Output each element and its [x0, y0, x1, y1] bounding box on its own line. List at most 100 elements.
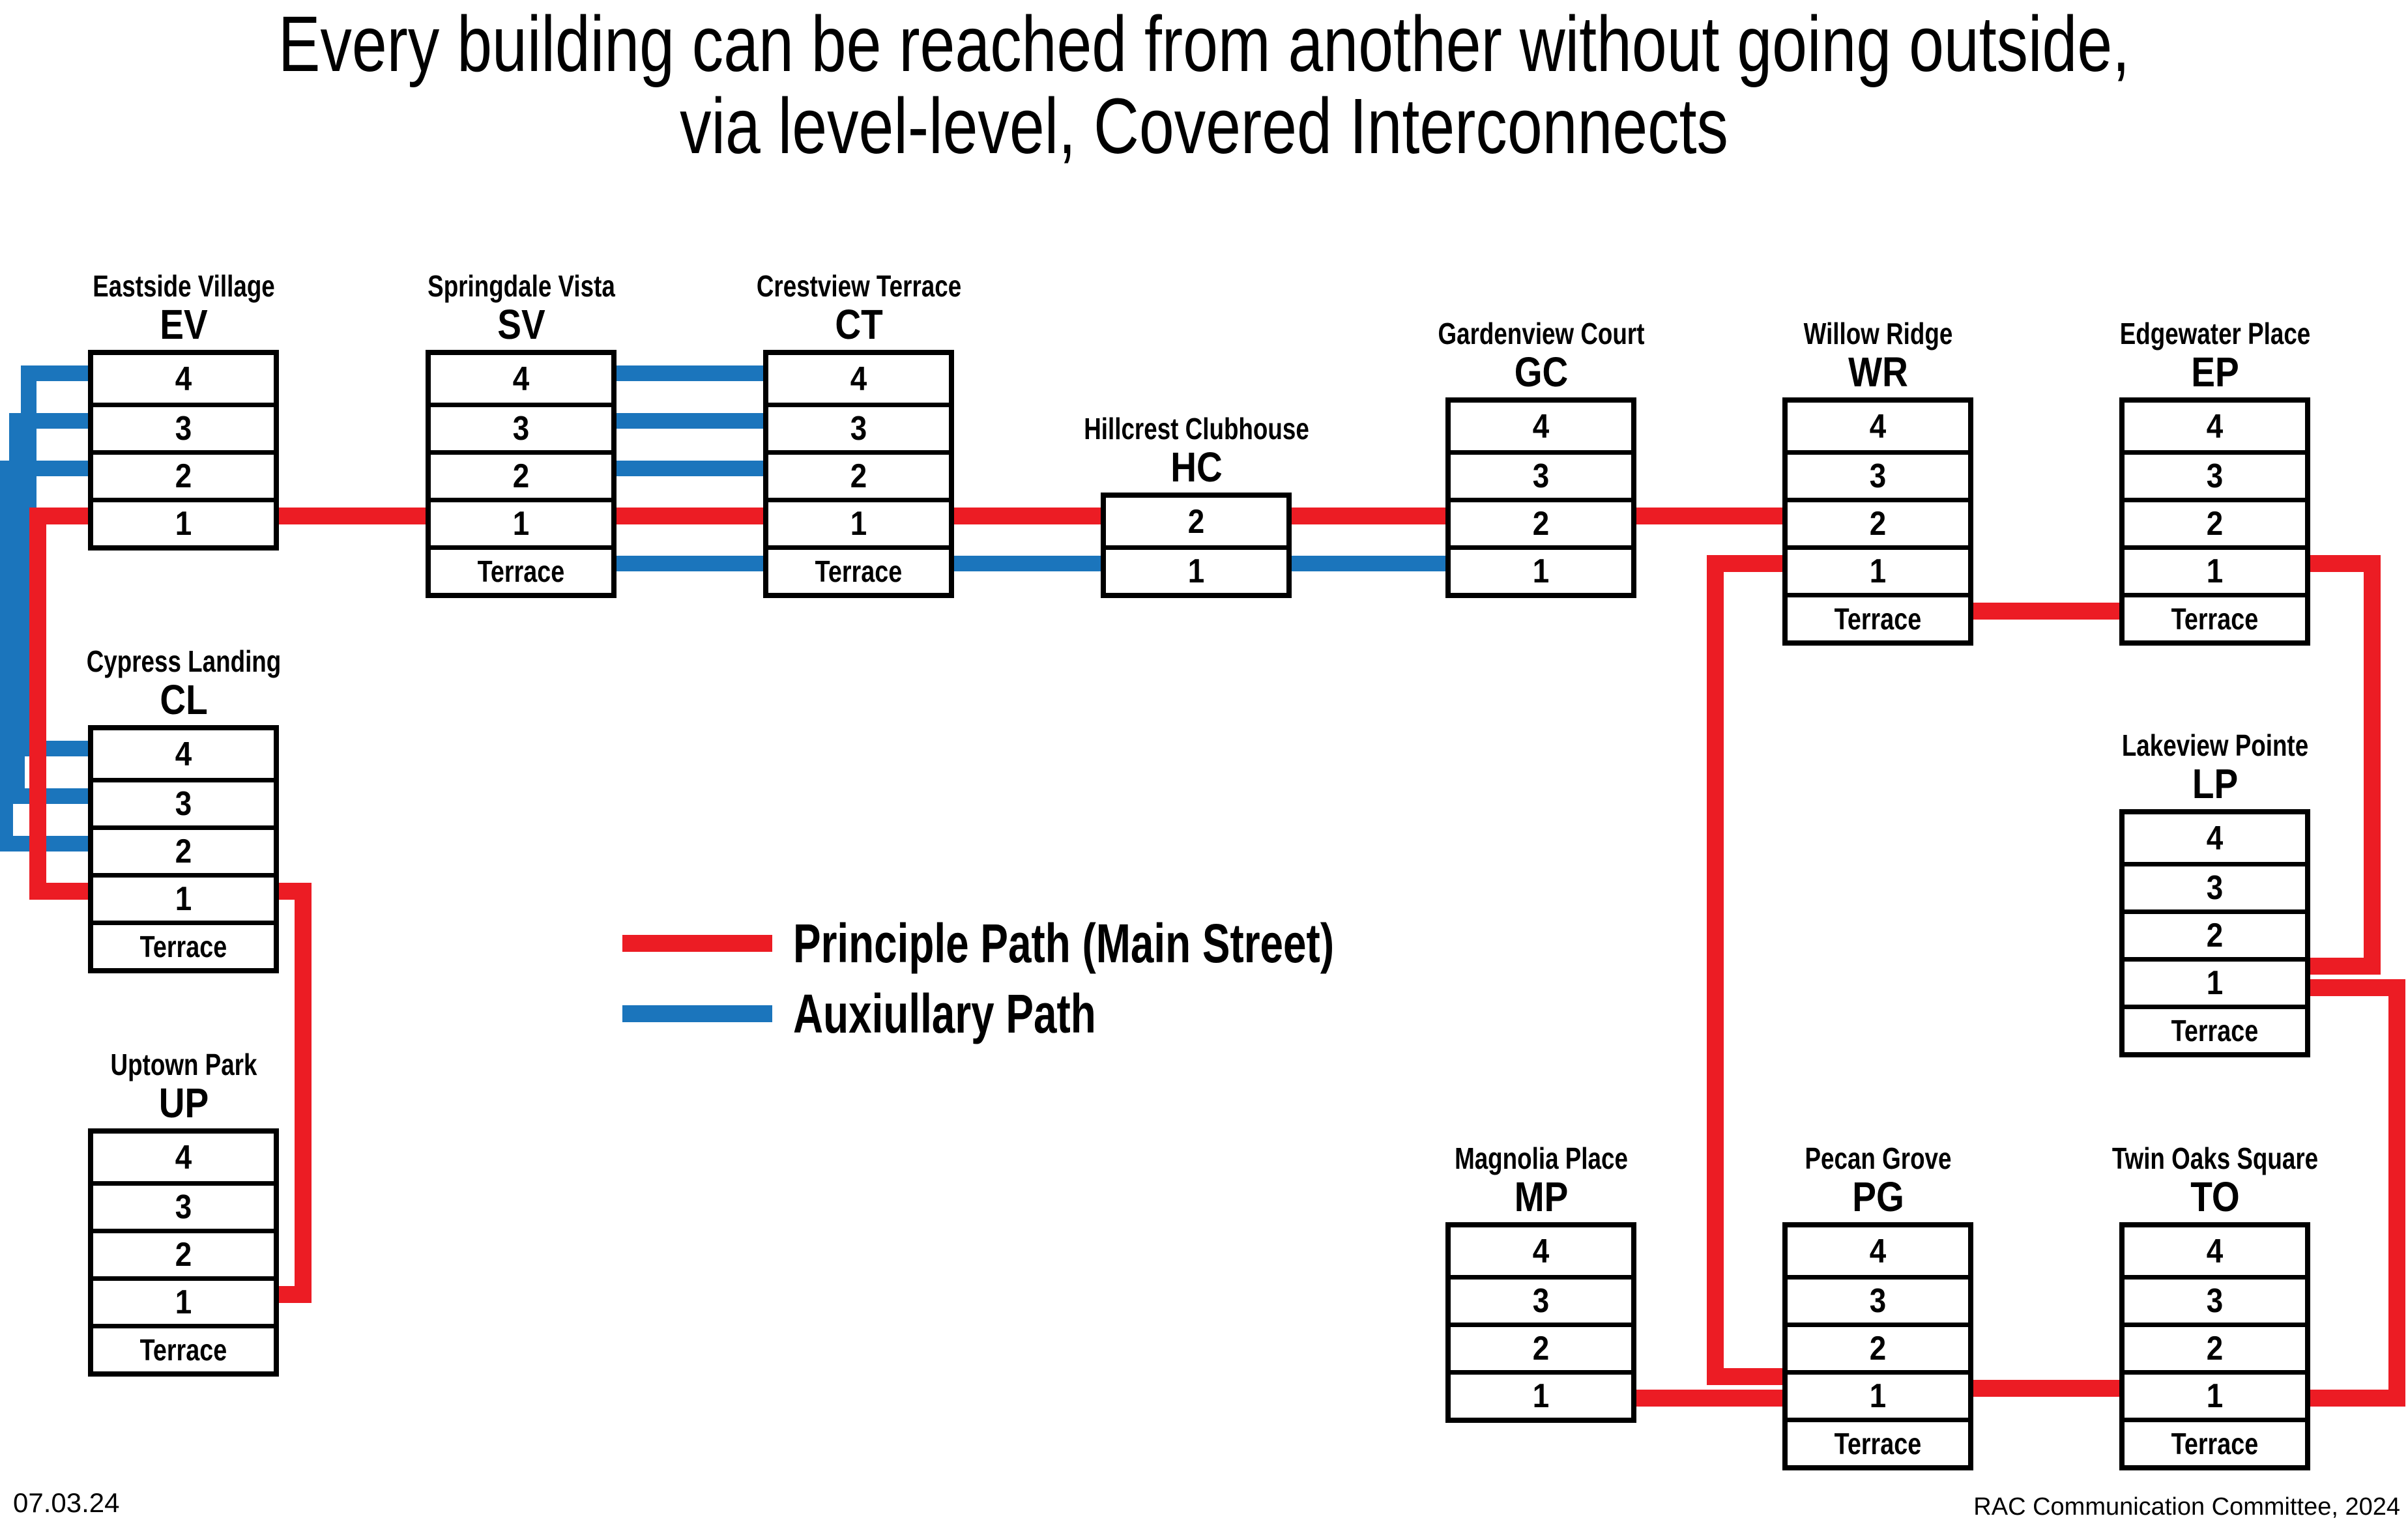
level-cell: 3	[93, 1181, 274, 1229]
level-cell: 1	[431, 498, 611, 545]
level-label: 2	[2206, 1330, 2224, 1367]
building-name: Pecan Grove	[1804, 1141, 1951, 1175]
level-label: Terrace	[477, 554, 565, 588]
level-cell: 1	[1451, 545, 1631, 593]
level-cell: 2	[1451, 498, 1631, 545]
building-name: Uptown Park	[110, 1048, 257, 1081]
building-abbrev: WR	[1848, 349, 1908, 395]
building-name: Gardenview Court	[1438, 317, 1644, 351]
level-label: Terrace	[815, 554, 903, 588]
level-cell: 1	[2125, 1370, 2305, 1418]
level-cell: 2	[93, 1229, 274, 1276]
level-cell: 3	[1451, 1275, 1631, 1323]
level-cell: 2	[1451, 1323, 1631, 1370]
level-cell: 3	[431, 403, 611, 450]
building-abbrev: UP	[158, 1080, 209, 1126]
aux-path-ev4-cl4	[21, 365, 88, 756]
level-cell: 3	[1788, 1275, 1968, 1323]
level-cell: 2	[1106, 498, 1286, 545]
level-cell: 2	[1788, 498, 1968, 545]
level-label: 1	[850, 505, 867, 543]
level-cell: 3	[2125, 1275, 2305, 1323]
level-label: 1	[2206, 1377, 2224, 1415]
building-abbrev: CL	[159, 676, 208, 723]
legend-item-principal: Principle Path (Main Street)	[622, 912, 1505, 975]
level-cell: 1	[1106, 545, 1286, 593]
level-label: 3	[1869, 1282, 1887, 1320]
level-cell: 4	[2125, 1227, 2305, 1275]
level-cell: 4	[2125, 403, 2305, 450]
level-cell: 2	[768, 450, 949, 498]
level-cell: 3	[1788, 450, 1968, 498]
level-cell: Terrace	[1788, 593, 1968, 640]
building-name: Edgewater Place	[2119, 317, 2310, 351]
building-abbrev: EV	[159, 301, 208, 348]
level-cell: 4	[431, 355, 611, 403]
level-label: 3	[2206, 1282, 2224, 1320]
legend-item-auxiliary: Auxiullary Path	[622, 982, 1192, 1045]
principal-path-cl1-up1	[279, 883, 312, 1303]
building-name: Springdale Vista	[427, 269, 615, 303]
level-label: 2	[2206, 505, 2224, 543]
building-name: Willow Ridge	[1803, 317, 1952, 351]
building-abbrev: CT	[834, 301, 883, 348]
level-cell: Terrace	[2125, 1418, 2305, 1465]
title-line-1: Every building can be reached from anoth…	[278, 0, 2130, 88]
level-cell: Terrace	[431, 545, 611, 593]
building-abbrev: EP	[2190, 349, 2239, 395]
level-cell: 2	[2125, 1323, 2305, 1370]
level-cell: 4	[93, 730, 274, 778]
level-label: 4	[2206, 819, 2224, 857]
aux-path-ev2-cl2	[0, 461, 88, 851]
building-abbrev: SV	[497, 301, 545, 348]
level-label: Terrace	[1834, 1427, 1922, 1461]
level-label: 2	[175, 1236, 192, 1274]
level-label: 3	[175, 785, 192, 823]
level-cell: 1	[93, 498, 274, 545]
level-cell: Terrace	[93, 1324, 274, 1371]
level-label: 2	[175, 833, 192, 870]
legend-label-auxiliary: Auxiullary Path	[793, 983, 1096, 1044]
level-label: Terrace	[2171, 1014, 2259, 1048]
level-label: 3	[2206, 457, 2224, 495]
level-label: 1	[1869, 552, 1887, 590]
building-abbrev: GC	[1514, 349, 1568, 395]
level-label: 2	[1187, 502, 1205, 541]
level-label: 1	[175, 880, 192, 918]
level-label: 2	[175, 457, 192, 495]
footer-date: 07.03.24	[13, 1487, 120, 1518]
title-line-2: via level-level, Covered Interconnects	[680, 81, 1728, 170]
building-abbrev: HC	[1170, 444, 1223, 491]
level-label: 3	[175, 1188, 192, 1226]
building-abbrev: TO	[2190, 1173, 2240, 1220]
level-label: Terrace	[1834, 602, 1922, 636]
level-cell: 2	[93, 450, 274, 498]
level-label: Terrace	[2171, 602, 2259, 636]
level-cell: 4	[1788, 1227, 1968, 1275]
level-label: 3	[175, 410, 192, 448]
level-cell: 3	[1451, 450, 1631, 498]
level-cell: 2	[2125, 498, 2305, 545]
principal-path-wr1-pg1	[1707, 555, 1782, 1385]
level-cell: 2	[2125, 909, 2305, 957]
level-cell: 2	[93, 825, 274, 873]
building-name: Hillcrest Clubhouse	[1083, 412, 1309, 446]
